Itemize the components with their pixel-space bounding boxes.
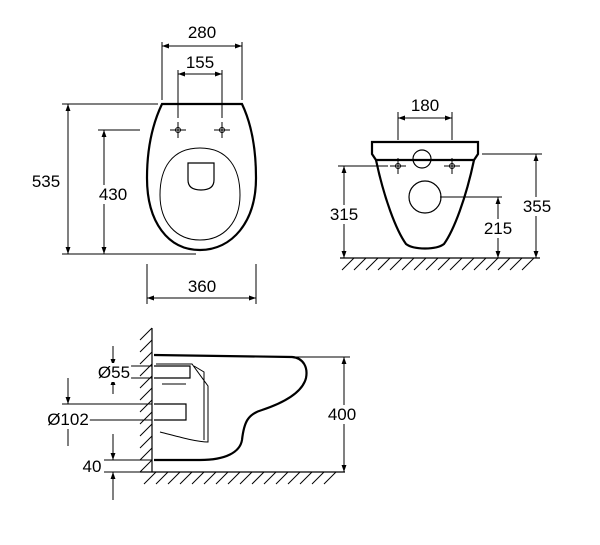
dim-535-label: 535 xyxy=(32,172,60,191)
front-view-fixing-hole-left xyxy=(390,158,406,174)
dim-label-background xyxy=(184,53,216,72)
dim-155-label: 155 xyxy=(186,53,214,72)
front-view-inlet-circle xyxy=(412,149,432,169)
dim-355-label: 355 xyxy=(523,197,551,216)
dim-280-label: 280 xyxy=(188,23,216,42)
front-view-outlet-circle xyxy=(408,180,442,214)
dim-label-background xyxy=(97,185,129,204)
dim-label-background xyxy=(409,96,441,115)
front-view-floor-hatch xyxy=(341,257,535,271)
side-view: Ø55 Ø102 40 400 xyxy=(46,327,358,500)
dim-d55-label: Ø55 xyxy=(98,363,130,382)
dim-400-label: 400 xyxy=(328,405,356,424)
dim-label-background xyxy=(81,457,103,476)
dim-360-label: 360 xyxy=(188,277,216,296)
dim-40-label: 40 xyxy=(83,457,102,476)
top-view-bowl-inner xyxy=(159,147,241,241)
top-view: 280 155 535 430 360 xyxy=(30,23,258,304)
dim-430-label: 430 xyxy=(99,185,127,204)
dim-label-background xyxy=(96,363,132,382)
dim-180-label: 180 xyxy=(411,96,439,115)
dim-d102-label: Ø102 xyxy=(47,410,89,429)
side-view-bowl-profile xyxy=(153,353,308,462)
side-view-inner-trap xyxy=(156,363,209,443)
side-view-inner-channel xyxy=(193,365,205,440)
top-view-fixing-hole-left xyxy=(170,122,186,138)
dim-label-background xyxy=(521,197,553,216)
dim-label-background xyxy=(186,277,218,296)
dim-label-background xyxy=(326,405,358,424)
dim-label-background xyxy=(328,205,360,224)
dim-label-background xyxy=(186,23,218,42)
front-view-body xyxy=(374,159,476,250)
top-view-bowl-outline xyxy=(145,102,258,252)
side-view-outlet-pipe xyxy=(154,403,187,421)
dim-label-background xyxy=(46,410,90,429)
front-view: 180 315 215 355 xyxy=(328,96,553,271)
top-view-flush-opening xyxy=(187,162,215,191)
side-view-floor-hatch xyxy=(143,471,337,485)
top-view-fixing-hole-right xyxy=(214,122,230,138)
dim-label-background xyxy=(482,219,514,238)
dim-315-label: 315 xyxy=(330,205,358,224)
side-view-wall-hatch xyxy=(139,327,153,473)
dim-215-label: 215 xyxy=(484,219,512,238)
side-view-inlet-pipe xyxy=(154,365,191,379)
front-view-fixing-hole-right xyxy=(444,158,460,174)
dim-label-background xyxy=(30,172,62,191)
